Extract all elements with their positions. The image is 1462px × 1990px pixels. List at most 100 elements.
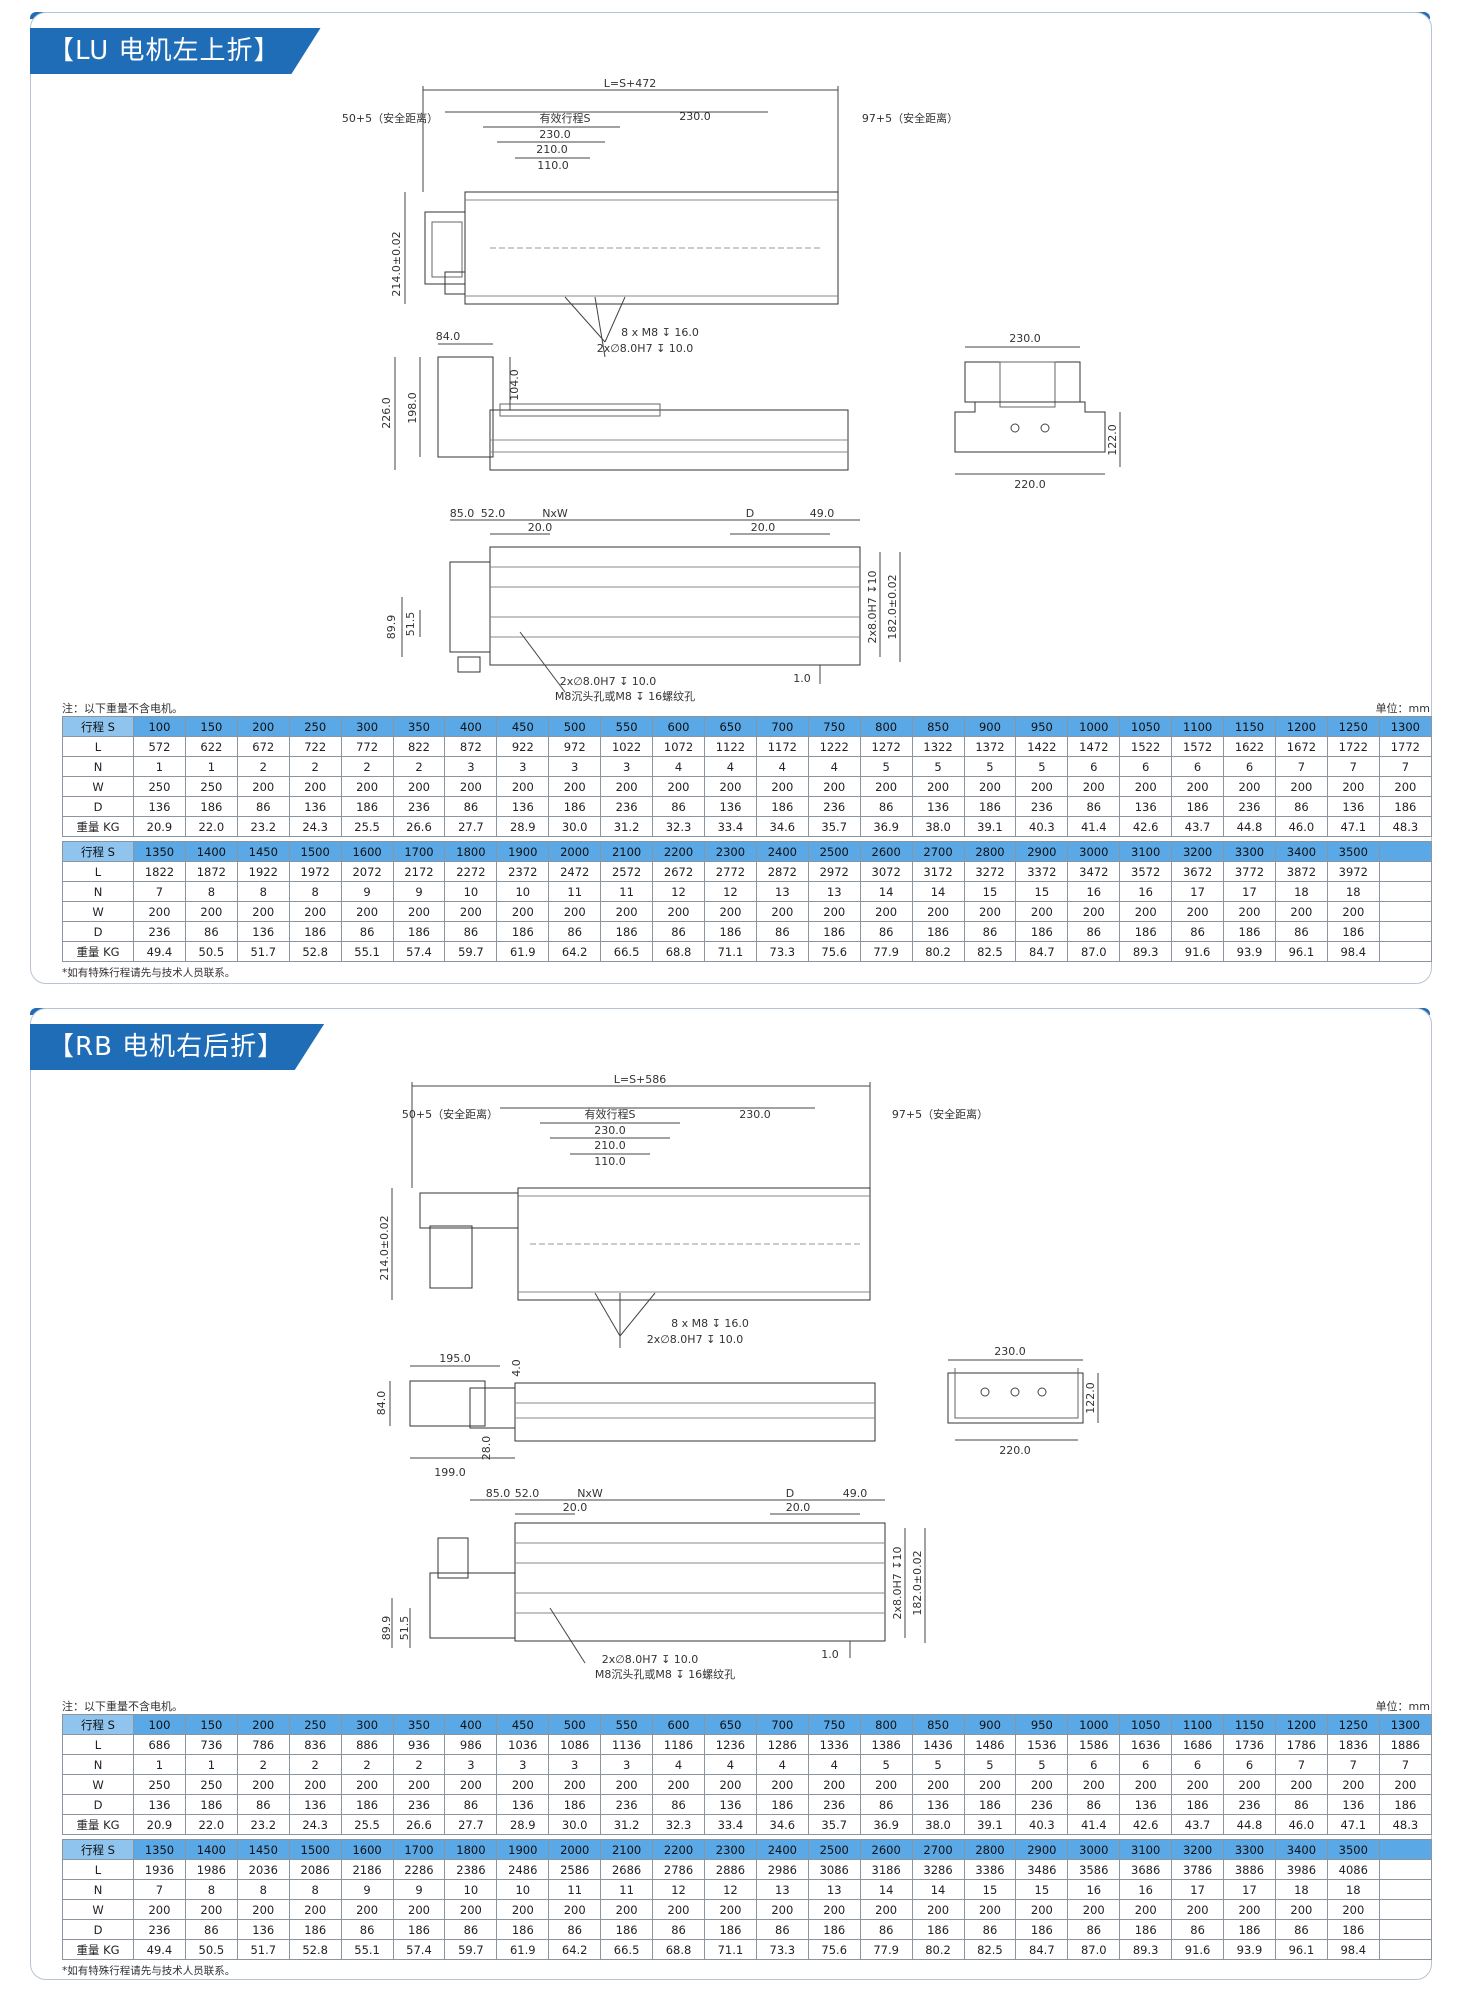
bottom-m8-label: M8沉头孔或M8 ↧ 16螺纹孔 [595,1667,735,1681]
table-cell: 200 [392,776,446,797]
table-cell: 1622 [1223,736,1276,757]
table-cell: 50.5 [184,1939,238,1960]
dim-end-122: 122.0 [1106,424,1119,456]
dim-bottom-d: D [786,1487,794,1500]
table-cell: 200 [184,1899,238,1920]
table-cell: 2272 [444,861,498,882]
table-cell: 200 [133,1899,186,1920]
table-cell: 400 [444,716,498,737]
table-cell: 1222 [807,736,861,757]
table-cell: 1250 [1326,716,1380,737]
table-cell: 872 [444,736,498,757]
drawing-svg: L=S+472 50+5（安全距离） 有效行程S 230.0 97+5（安全距离… [342,77,1121,703]
table-cell: 3200 [1171,841,1225,862]
table-cell: 236 [807,1794,861,1815]
table-cell: 9 [392,881,446,902]
table-cell: 772 [340,736,394,757]
dim-bottom-1: 1.0 [821,1648,839,1661]
table-cell: 186 [807,1919,861,1940]
table-cell: 200 [1119,901,1173,922]
table-cell: 200 [496,1899,550,1920]
table-cell: 150 [184,716,238,737]
table-cell: 200 [703,776,757,797]
table-cell: 3172 [911,861,965,882]
table-cell: 2800 [963,841,1017,862]
dim-bottom-nxw: NxW [542,507,568,520]
table-cell: 3300 [1223,1839,1276,1860]
table-cell: 200 [911,901,965,922]
table-cell: 86 [652,1794,705,1815]
table-cell: 86 [963,1919,1017,1940]
table-cell: 68.8 [652,1939,705,1960]
dim-side-28: 28.0 [480,1436,493,1461]
table-cell: 250 [184,776,238,797]
table-cell: 650 [703,1714,757,1735]
table-cell: 86 [184,1919,238,1940]
table-cell: 972 [548,736,602,757]
table-cell: 59.7 [444,1939,498,1960]
table-cell: 1136 [600,1734,654,1755]
table-cell: 2100 [600,841,654,862]
table-cell: 1972 [288,861,342,882]
table-cell: 33.4 [703,816,757,837]
table-cell: 41.4 [1067,1814,1121,1835]
table-cell: 250 [133,1774,186,1795]
table-cell: 18 [1274,881,1328,902]
table-cell: 16 [1067,881,1121,902]
table-cell: 1422 [1015,736,1069,757]
table-cell: 200 [911,776,965,797]
row-label: W [62,1774,134,1795]
table-cell: 13 [807,881,861,902]
dim-end-230: 230.0 [994,1345,1026,1358]
table-cell: 2 [340,756,394,777]
table-cell: 6 [1223,756,1276,777]
table-cell: 186 [600,1919,654,1940]
table-cell: 1300 [1378,716,1433,737]
row-label: L [62,1859,134,1880]
table-cell: 186 [548,1794,602,1815]
dim-bottom-85: 85.0 [450,507,475,520]
table-cell: 89.3 [1119,941,1173,962]
table-cell: 8 [236,1879,290,1900]
table-cell: 200 [600,901,654,922]
table-cell: 2 [340,1754,394,1775]
table-cell: 36.9 [859,816,913,837]
table-cell: 200 [1274,901,1328,922]
table-cell: 736 [184,1734,238,1755]
table-cell: 200 [807,901,861,922]
table-cell: 1900 [496,841,550,862]
table-cell: 5 [1015,756,1069,777]
note-special-stroke: *如有特殊行程请先与技术人员联系。 [62,967,236,979]
table-cell: 3300 [1223,841,1276,862]
table-cell: 1500 [288,841,342,862]
table-cell: 40.3 [1015,1814,1069,1835]
table-cell: 2300 [703,1839,757,1860]
table-cell: 2186 [340,1859,394,1880]
table-cell: 100 [133,716,186,737]
table-cell: 722 [288,736,342,757]
dim-end-122: 122.0 [1084,1382,1097,1414]
table-cell: 3986 [1274,1859,1328,1880]
table-cell: 136 [911,1794,965,1815]
table-cell: 86 [1171,1919,1225,1940]
table-cell: 25.5 [340,1814,394,1835]
table-cell: 186 [807,921,861,942]
table-cell: 1436 [911,1734,965,1755]
dim-end-220: 220.0 [1014,478,1046,491]
table-cell: 3386 [963,1859,1017,1880]
table-cell: 9 [340,1879,394,1900]
table-cell: 136 [703,796,757,817]
table-cell: 2986 [755,1859,809,1880]
table-cell [1378,881,1433,902]
table-cell: 52.8 [288,1939,342,1960]
table-cell: 77.9 [859,1939,913,1960]
table-cell: 6 [1119,1754,1173,1775]
table-cell: 200 [288,1774,342,1795]
table-cell: 9 [392,1879,446,1900]
table-cell: 18 [1326,881,1380,902]
table-cell: 2600 [859,841,913,862]
table-cell: 25.5 [340,816,394,837]
